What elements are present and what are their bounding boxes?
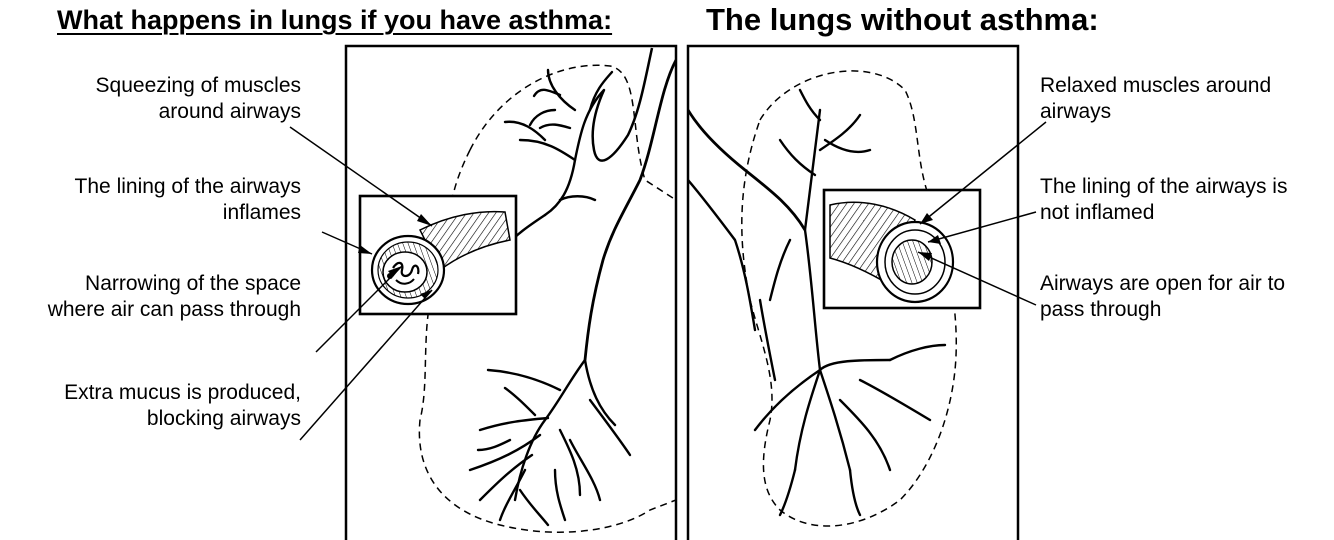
asthma-lung-panel [346, 46, 676, 540]
healthy-lung-panel [688, 46, 1018, 540]
